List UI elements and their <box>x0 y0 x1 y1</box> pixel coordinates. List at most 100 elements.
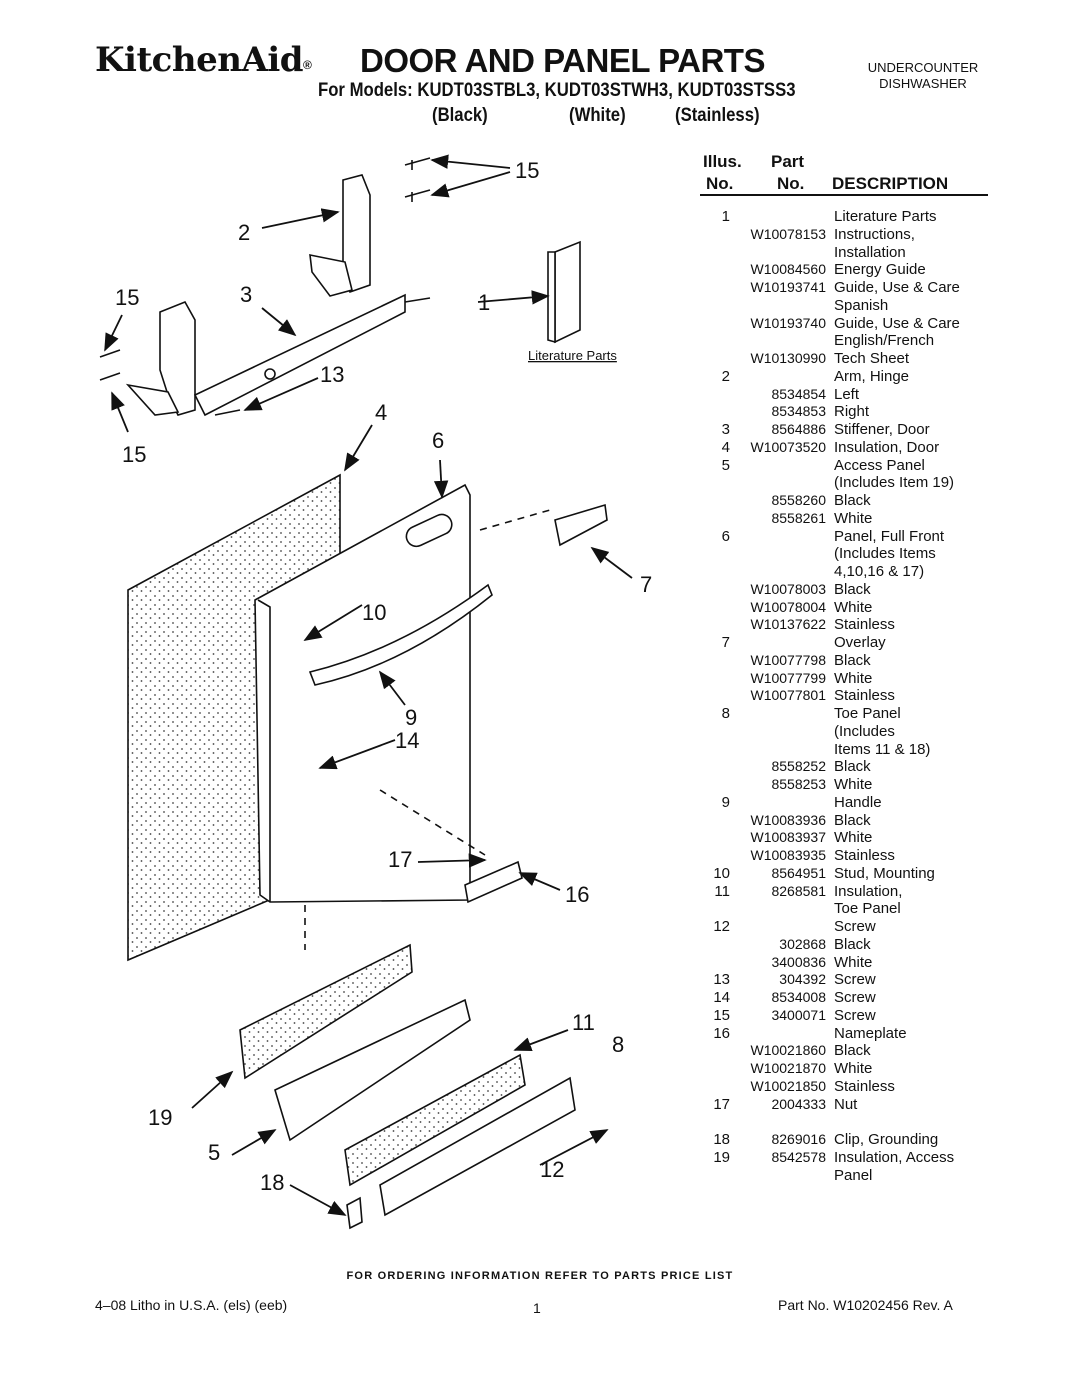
part-description: Stainless <box>834 616 895 634</box>
part-description: Toe Panel <box>834 705 901 722</box>
callout-16: 16 <box>565 882 589 907</box>
illus-number <box>700 1113 730 1131</box>
illus-number <box>700 563 730 581</box>
part-description: White <box>834 509 873 527</box>
callout-18: 18 <box>260 1170 284 1195</box>
callout-15b: 15 <box>115 285 139 310</box>
part-description: Spanish <box>834 296 889 314</box>
part-description: Instructions, <box>834 225 915 243</box>
illus-number <box>700 936 730 954</box>
part-description: Screw <box>834 989 876 1006</box>
part-description: White <box>834 1060 873 1077</box>
part-description: Stainless <box>834 847 895 864</box>
part-number <box>730 634 826 652</box>
part-number: 302868 <box>779 935 826 952</box>
illus-number <box>700 510 730 528</box>
part-number: 3400836 <box>771 953 826 970</box>
page-number: 1 <box>533 1300 541 1316</box>
illus-number: 19 <box>713 1148 730 1166</box>
callout-15a: 15 <box>515 158 539 183</box>
illus-number <box>700 386 730 404</box>
table-row: Items 11 & 18) <box>700 741 1000 759</box>
illus-number <box>700 829 730 847</box>
part-description: Black <box>834 935 871 953</box>
part-number: 8269016 <box>771 1131 826 1147</box>
illus-header-top: Illus. <box>703 152 742 171</box>
illus-number: 9 <box>721 793 730 811</box>
part-description: (Includes <box>834 722 895 740</box>
callout-8: 8 <box>612 1032 624 1057</box>
part-description: White <box>834 953 873 971</box>
document-part-number: Part No. W10202456 Rev. A <box>778 1297 953 1313</box>
illus-number: 4 <box>721 438 730 456</box>
part-description: Insulation, Door <box>834 438 940 456</box>
litho-info: 4–08 Litho in U.S.A. (els) (eeb) <box>95 1297 288 1313</box>
part-description: Insulation, Access <box>834 1148 955 1166</box>
variant-white: (White) <box>569 105 626 126</box>
part-description: Stud, Mounting <box>834 864 935 882</box>
illus-number <box>700 474 730 492</box>
part-description: Handle <box>834 793 882 811</box>
part-number: 8564886 <box>771 421 826 437</box>
toe-panel <box>379 1076 576 1217</box>
part-number: 3400071 <box>771 1006 826 1023</box>
literature-booklet <box>554 240 581 344</box>
part-number <box>730 332 826 350</box>
part-number: 8558252 <box>771 758 826 775</box>
part-description <box>826 1113 834 1131</box>
illus-header-bottom: No. <box>706 174 734 193</box>
part-description: Black <box>834 651 871 669</box>
callout-13: 13 <box>320 362 344 387</box>
callout-19: 19 <box>148 1105 172 1130</box>
illus-number <box>700 1060 730 1078</box>
access-panel <box>274 998 471 1142</box>
illus-number <box>700 315 730 333</box>
part-number <box>730 297 826 315</box>
part-description: (Includes Items <box>834 545 936 563</box>
illus-number: 6 <box>721 527 730 545</box>
part-description: Overlay <box>834 634 886 651</box>
exploded-parts-diagram: 15 2 15 3 1 13 15 4 6 10 7 9 14 17 16 11… <box>99 154 652 1230</box>
illus-number <box>700 723 730 741</box>
part-description: Panel <box>834 1166 873 1184</box>
table-row: (Includes <box>700 723 1000 741</box>
part-number: 8534854 <box>771 385 826 402</box>
table-row <box>700 1113 1000 1131</box>
illus-number <box>700 812 730 830</box>
callout-7: 7 <box>640 572 652 597</box>
part-description: Access Panel <box>834 456 925 474</box>
part-description: 4,10,16 & 17) <box>834 563 925 580</box>
illus-number: 10 <box>713 864 730 882</box>
part-number: W10193741 <box>750 279 826 295</box>
part-number: W10130990 <box>750 350 826 366</box>
callout-5: 5 <box>208 1140 220 1165</box>
part-number <box>730 723 826 741</box>
illus-number <box>700 847 730 865</box>
illus-number <box>700 687 730 705</box>
part-header-top: Part <box>771 152 805 171</box>
variant-black: (Black) <box>432 105 488 126</box>
door-handle <box>308 583 493 686</box>
illus-number: 15 <box>713 1006 730 1024</box>
part-number: 8564951 <box>771 864 826 881</box>
illus-number <box>700 403 730 421</box>
callout-6: 6 <box>432 428 444 453</box>
part-description: (Includes Item 19) <box>834 474 955 492</box>
part-description: Black <box>834 811 871 829</box>
part-number: W10193740 <box>750 314 826 331</box>
